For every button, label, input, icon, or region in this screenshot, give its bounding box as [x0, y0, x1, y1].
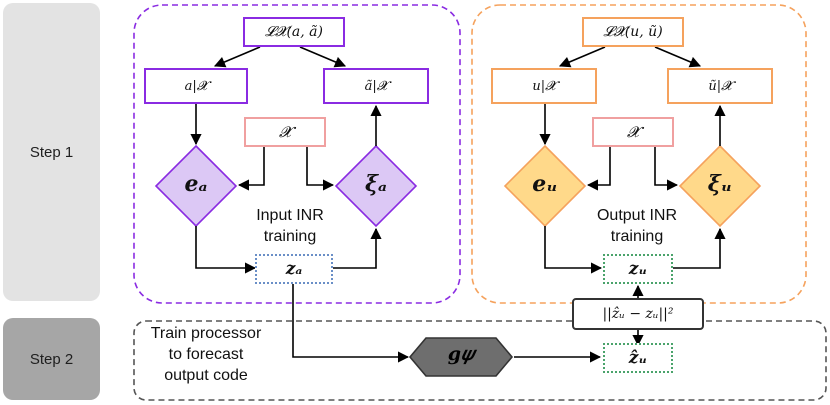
step-2-label: Step 2: [3, 318, 100, 400]
output-u-tilde-label: ũ|𝓧: [708, 78, 732, 94]
input-loss-box: 𝓛𝓧(a, ã): [243, 17, 345, 47]
input-caption-line1: Input INR: [256, 207, 324, 224]
input-a-tilde-box: ã|𝓧: [323, 68, 429, 104]
input-caption-line2: training: [263, 228, 317, 245]
output-caption-line2: training: [610, 228, 664, 245]
input-a-label: a|𝓧: [184, 78, 208, 94]
input-domain-box: 𝓧: [244, 117, 326, 147]
step-1-text: Step 1: [29, 143, 74, 161]
output-caption-line1: Output INR: [596, 207, 678, 224]
output-u-tilde-box: ũ|𝓧: [667, 68, 773, 104]
output-u-box: u|𝓧: [491, 68, 597, 104]
output-code-label: zᵤ: [628, 259, 648, 279]
output-domain-label: 𝓧: [626, 123, 640, 141]
decoder-u-diamond: [678, 144, 762, 228]
step2-caption-line3: output code: [164, 367, 248, 384]
input-code-box: zₐ: [255, 254, 333, 284]
output-inr-container: [471, 4, 807, 304]
input-domain-label: 𝓧: [278, 123, 292, 141]
step2-caption-line2: to forecast: [168, 346, 244, 363]
output-u-label: u|𝓧: [532, 78, 556, 94]
input-inr-container: [133, 4, 461, 304]
input-a-tilde-label: ã|𝓧: [364, 78, 388, 94]
encoder-a-label: eₐ: [184, 171, 208, 197]
step2-container: [133, 320, 827, 401]
step-1-label: Step 1: [3, 3, 100, 301]
step-2-text: Step 2: [29, 350, 74, 368]
output-loss-box: 𝓛𝓧(u, ũ): [582, 17, 684, 47]
processor-hexagon: [408, 337, 514, 377]
input-a-box: a|𝓧: [144, 68, 248, 104]
decoder-a-label: ξₐ: [364, 171, 387, 197]
output-loss-label: 𝓛𝓧(u, ũ): [603, 24, 663, 40]
decoder-a-diamond: [334, 144, 418, 228]
step2-caption: Train processor to forecast output code: [138, 323, 274, 386]
input-inr-caption: Input INR training: [230, 205, 350, 247]
predicted-code-box: ẑᵤ: [603, 343, 673, 373]
output-domain-box: 𝓧: [592, 117, 674, 147]
step2-caption-line1: Train processor: [150, 325, 262, 342]
encoder-u-label: eᵤ: [532, 171, 558, 197]
input-loss-label: 𝓛𝓧(a, ã): [264, 24, 323, 40]
step2-loss-box: ||ẑᵤ − zᵤ||²: [572, 298, 704, 330]
input-code-label: zₐ: [285, 259, 303, 279]
predicted-code-label: ẑᵤ: [628, 348, 648, 368]
processor-label: g𝜓: [447, 343, 475, 365]
decoder-u-label: ξᵤ: [707, 171, 733, 197]
output-code-box: zᵤ: [603, 254, 673, 284]
step2-loss-label: ||ẑᵤ − zᵤ||²: [602, 306, 674, 322]
output-inr-caption: Output INR training: [572, 205, 702, 247]
